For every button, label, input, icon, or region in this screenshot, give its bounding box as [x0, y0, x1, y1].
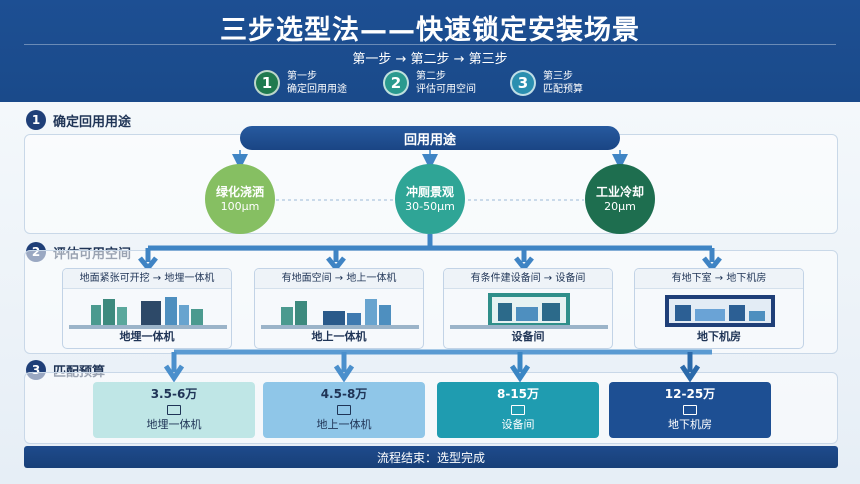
step-1-line1: 第一步 [287, 71, 317, 82]
step-3-badge: 3 [510, 70, 536, 96]
header-step-1: 1 第一步 确定回用用途 [254, 69, 347, 97]
budget-basement-room: 12-25万 地下机房 [609, 382, 771, 438]
device-icon [683, 405, 697, 415]
step-2-line2: 评估可用空间 [416, 84, 476, 95]
usage-bar: 回用用途 [240, 126, 620, 150]
page-title: 三步选型法——快速锁定安装场景 [220, 15, 640, 46]
basement-room-illustration [665, 295, 775, 327]
use-circle-cooling: 工业冷却 20μm [585, 164, 655, 234]
budget-equipment-room: 8-15万 设备间 [437, 382, 599, 438]
step-2-line1: 第二步 [416, 71, 446, 82]
header-step-3: 3 第三步 匹配预算 [510, 69, 583, 97]
header-subtitle: 第一步 → 第二步 → 第三步 [352, 52, 508, 67]
budget-underground-unit: 3.5-6万 地埋一体机 [93, 382, 255, 438]
step-1-badge: 1 [254, 70, 280, 96]
device-icon [167, 405, 181, 415]
device-icon [337, 405, 351, 415]
equipment-room-illustration [450, 293, 608, 329]
header-banner: 三步选型法——快速锁定安装场景 第一步 → 第二步 → 第三步 1 第一步 确定… [0, 0, 860, 102]
budget-aboveground-unit: 4.5-8万 地上一体机 [263, 382, 425, 438]
step-3-line1: 第三步 [543, 71, 573, 82]
space-card-basement-room: 有地下室 → 地下机房 地下机房 [634, 268, 804, 349]
section-1-number: 1 [26, 110, 46, 130]
section-1-heading: 1 确定回用用途 [26, 110, 131, 130]
device-icon [511, 405, 525, 415]
step-3-line2: 匹配预算 [543, 84, 583, 95]
section-1-title: 确定回用用途 [53, 114, 132, 130]
space-card-underground-unit: 地面紧张可开挖 → 地埋一体机 地埋一体机 [62, 268, 232, 349]
header-divider [24, 44, 836, 45]
space-card-aboveground-unit: 有地面空间 → 地上一体机 地上一体机 [254, 268, 424, 349]
use-circle-greening: 绿化浇洒 100μm [205, 164, 275, 234]
step-2-badge: 2 [383, 70, 409, 96]
buildings-illustration [261, 299, 419, 329]
flow-end-bar: 流程结束：选型完成 [24, 446, 838, 468]
use-circle-flushing: 冲厕景观 30-50μm [395, 164, 465, 234]
buildings-illustration [69, 297, 227, 329]
space-card-equipment-room: 有条件建设备间 → 设备间 设备间 [443, 268, 613, 349]
step-1-line2: 确定回用用途 [287, 84, 347, 95]
header-step-2: 2 第二步 评估可用空间 [383, 69, 476, 97]
